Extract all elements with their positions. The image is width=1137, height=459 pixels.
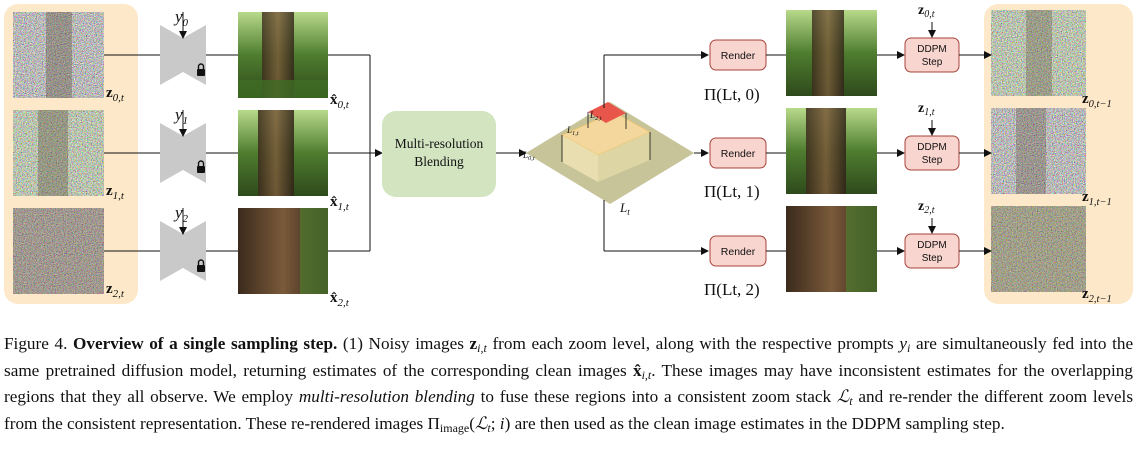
render-label: Render xyxy=(721,148,756,160)
caption-emphasis: multi-resolution blending xyxy=(298,387,475,407)
noisy-input-0 xyxy=(13,12,104,98)
clean-estimate-0 xyxy=(238,12,328,98)
noisy-output-2 xyxy=(991,206,1086,292)
clean-estimate-2 xyxy=(238,208,328,294)
noisy-input-label-2: z2,t xyxy=(106,281,125,300)
figure-label: Figure 4. xyxy=(4,334,68,353)
ddpm-step-box-2: DDPM Step xyxy=(904,233,960,269)
pipeline-diagram: z0,t z1,t z2,t y0 y1 y2 xyxy=(4,3,1133,309)
output-label-1: z1,t−1 xyxy=(1082,189,1112,208)
noisy-input-label-1: z1,t xyxy=(106,183,125,202)
ddpm-step-box-0: DDPM Step xyxy=(904,37,960,73)
caption-part-4: . These images may have inconsistent est… xyxy=(4,360,1133,407)
ddpm-input-label-2: z2,t xyxy=(918,199,935,216)
lock-icon xyxy=(197,259,205,272)
ddpm-line-2: Step xyxy=(922,57,943,68)
render-box-1: Render xyxy=(709,137,767,169)
estimate-label-2: x̂2,t xyxy=(330,290,350,309)
noisy-input-1 xyxy=(13,110,104,196)
caption-part-6: and re-render the different zoom levels … xyxy=(4,387,1134,433)
blending-line-2: Blending xyxy=(414,154,464,169)
prompt-label-1: y1 xyxy=(173,105,188,127)
ddpm-input-label-0: z0,t xyxy=(918,3,935,20)
ddpm-line-2: Step xyxy=(922,155,943,166)
blending-line-1: Multi-resolution xyxy=(395,136,484,151)
output-label-2: z2,t−1 xyxy=(1082,286,1112,305)
noisy-output-0 xyxy=(991,10,1086,96)
output-label-0: z0,t−1 xyxy=(1082,91,1112,110)
caption-part-7: are then used as the clean image estimat… xyxy=(514,413,1005,433)
ddpm-input-label-1: z1,t xyxy=(918,101,935,118)
noisy-input-2 xyxy=(13,208,104,294)
render-box-0: Render xyxy=(709,39,767,71)
figure-caption: Figure 4. Overview of a single sampling … xyxy=(4,334,1134,435)
zoom-stack: L2,t L1,t L0,t Lt xyxy=(522,102,694,217)
render-box-2: Render xyxy=(709,235,767,267)
render-output-label-1: Π(Lt, 1) xyxy=(704,182,760,201)
layer-label-2: L2,t xyxy=(589,110,602,122)
ddpm-step-box-1: DDPM Step xyxy=(904,135,960,171)
lock-icon xyxy=(197,63,205,76)
render-label: Render xyxy=(721,246,756,258)
render-label: Render xyxy=(721,50,756,62)
lock-icon xyxy=(197,160,205,173)
ddpm-line-1: DDPM xyxy=(917,142,946,153)
diffusion-model-1 xyxy=(160,110,206,183)
prompt-label-0: y0 xyxy=(173,7,189,29)
diffusion-model-2 xyxy=(160,208,206,281)
rendered-image-2 xyxy=(786,206,877,292)
caption-part-1: (1) Noisy images xyxy=(342,334,464,353)
caption-title: Overview of a single sampling step. xyxy=(72,334,338,353)
rendered-image-0 xyxy=(786,10,877,96)
layer-label-0: L0,t xyxy=(522,150,535,162)
clean-estimate-1 xyxy=(238,110,328,196)
ddpm-line-1: DDPM xyxy=(917,44,946,55)
diffusion-model-0 xyxy=(160,12,206,85)
noisy-input-label-0: z0,t xyxy=(106,85,125,104)
noisy-output-1 xyxy=(991,108,1086,194)
caption-part-5: to fuse these regions into a consistent … xyxy=(480,387,832,407)
ddpm-line-1: DDPM xyxy=(917,240,946,251)
caption-part-3: are simultaneously fed into the same pre… xyxy=(4,334,1134,380)
render-output-label-0: Π(Lt, 0) xyxy=(704,85,760,104)
estimate-label-0: x̂0,t xyxy=(330,92,350,111)
prompt-label-2: y2 xyxy=(173,203,189,225)
ddpm-line-2: Step xyxy=(922,253,943,264)
estimate-label-1: x̂1,t xyxy=(330,194,350,213)
render-output-label-2: Π(Lt, 2) xyxy=(704,280,760,299)
caption-part-2: from each zoom level, along with the res… xyxy=(492,334,894,353)
stack-label: Lt xyxy=(619,200,630,217)
multi-resolution-blending-box: Multi-resolution Blending xyxy=(382,111,496,197)
layer-label-1: L1,t xyxy=(566,125,579,137)
rendered-image-1 xyxy=(786,108,877,194)
